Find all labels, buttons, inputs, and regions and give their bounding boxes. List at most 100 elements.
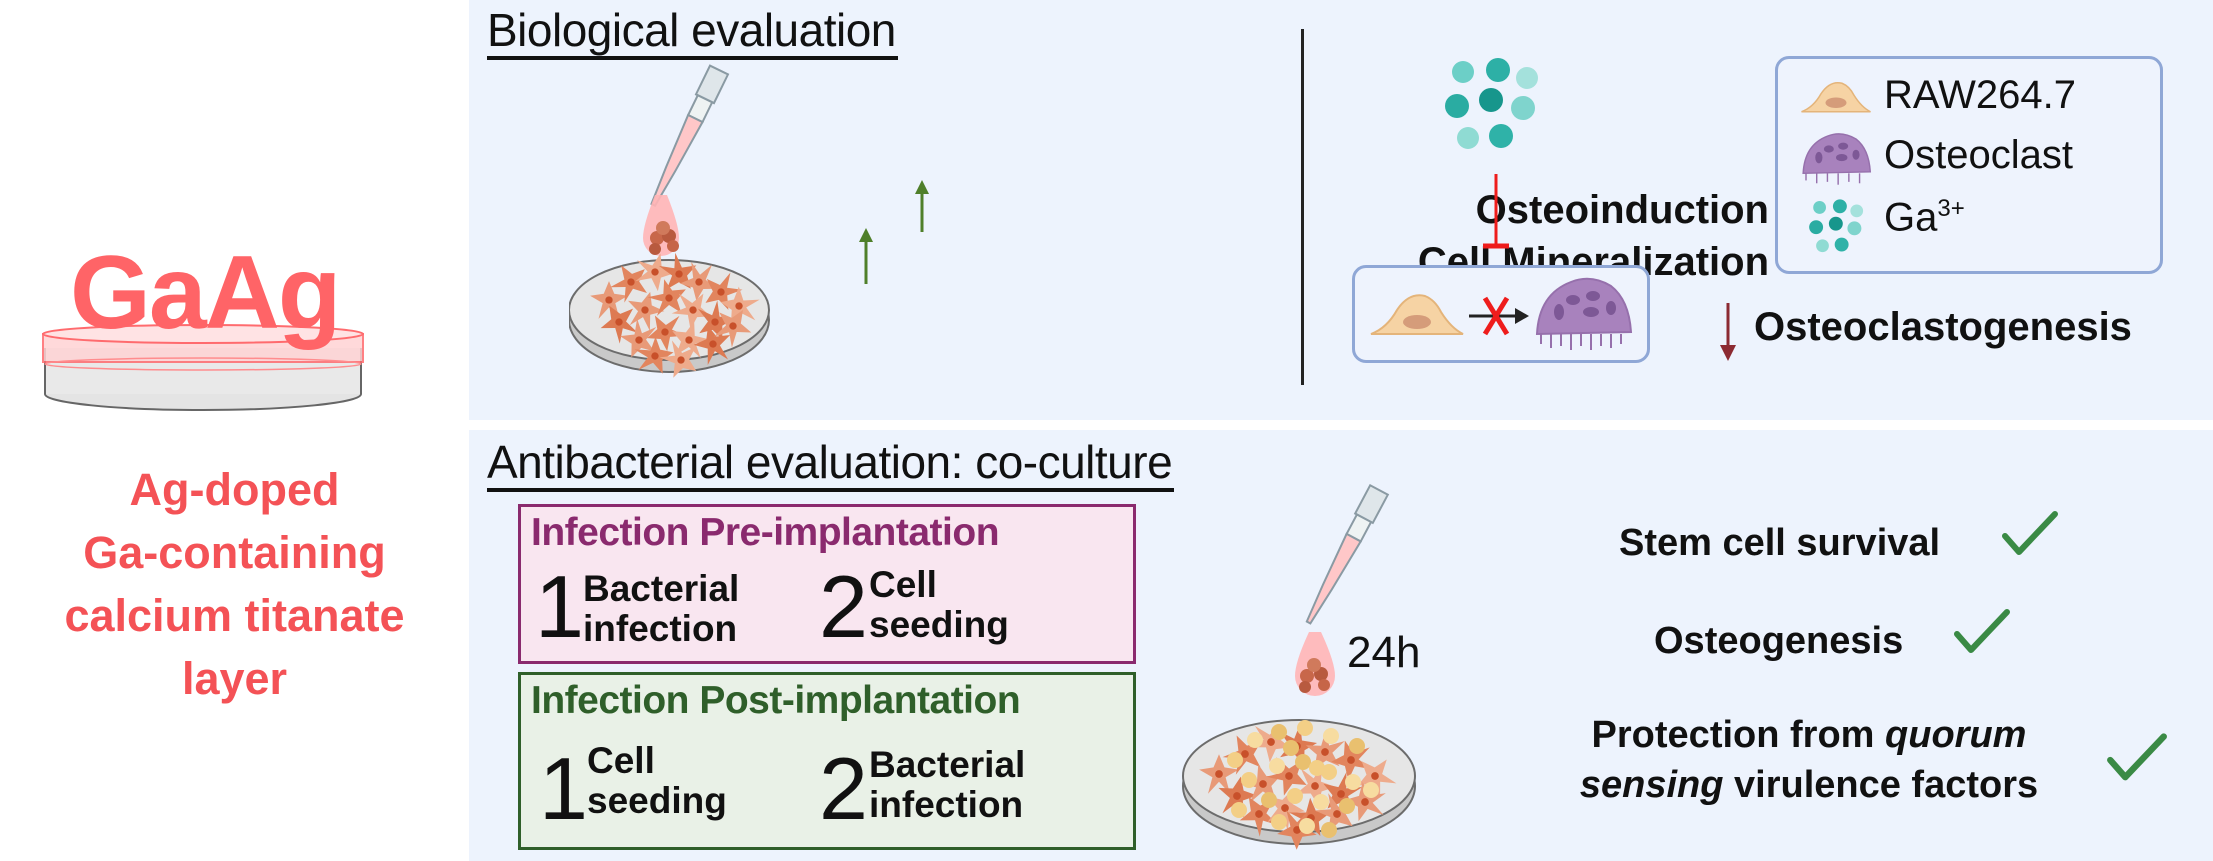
bacteria-icon bbox=[1261, 792, 1277, 808]
step-label: Bacterial infection bbox=[583, 569, 739, 649]
stem-cell-icon bbox=[705, 272, 743, 310]
bacteria-icon bbox=[1271, 814, 1287, 830]
pre-implantation-title: Infection Pre-implantation bbox=[531, 511, 1000, 554]
result-text-italic: sensing bbox=[1579, 764, 1724, 806]
step-label-line: Bacterial bbox=[869, 744, 1026, 785]
bacteria-icon bbox=[1269, 758, 1285, 774]
pipette-icon bbox=[1305, 484, 1390, 625]
section-divider bbox=[1301, 29, 1304, 385]
stem-cell-icon bbox=[647, 315, 687, 352]
step-number: 2 bbox=[819, 557, 868, 656]
stem-cell-icon bbox=[1296, 764, 1336, 806]
biological-evaluation-panel: Biological evaluation Osteoinduc bbox=[469, 0, 2213, 420]
biological-heading: Biological evaluation bbox=[487, 4, 898, 60]
result-text: Osteogenesis bbox=[1654, 620, 1904, 662]
bacteria-icon bbox=[1313, 794, 1329, 810]
raw-macrophage-cell-icon bbox=[1801, 82, 1871, 113]
stem-cell-icon bbox=[659, 340, 697, 378]
step-number: 1 bbox=[535, 557, 584, 656]
up-arrow-icon bbox=[915, 180, 929, 232]
step-label: Bacterial infection bbox=[869, 745, 1025, 825]
stem-cell-icon bbox=[720, 286, 760, 324]
gallium-ion-cluster-icon bbox=[1809, 199, 1864, 253]
stem-cell-icon bbox=[627, 291, 665, 332]
stem-cell-icon bbox=[1277, 810, 1317, 850]
step-number: 2 bbox=[819, 739, 868, 838]
stem-cell-icon bbox=[635, 253, 674, 292]
stem-cell-icon bbox=[1266, 757, 1307, 796]
step-label-line: infection bbox=[583, 608, 738, 649]
bacteria-icon bbox=[1309, 760, 1325, 776]
stem-cell-icon bbox=[610, 265, 647, 303]
bacteria-icon bbox=[1349, 738, 1365, 754]
culture-dish-icon bbox=[569, 252, 770, 378]
description-line: layer bbox=[181, 653, 288, 704]
result-stem-cell-survival: Stem cell survival bbox=[1619, 522, 1940, 565]
inhibition-icon bbox=[1483, 174, 1509, 249]
down-arrow-icon bbox=[1720, 303, 1736, 361]
bacteria-icon bbox=[1363, 782, 1379, 798]
legend-gallium-symbol: Ga bbox=[1884, 195, 1938, 240]
result-line: sensing virulence factors bbox=[1559, 760, 2059, 810]
co-culture-seeding-illustration bbox=[1182, 484, 1416, 850]
checkmark-icon bbox=[2002, 511, 2058, 555]
culture-dish-icon bbox=[1182, 719, 1416, 850]
step-label-line: seeding bbox=[587, 780, 727, 821]
bacteria-icon bbox=[1323, 728, 1339, 744]
osteoclast-cell-icon bbox=[1535, 277, 1633, 350]
stem-cell-icon bbox=[1345, 781, 1386, 822]
bacteria-icon bbox=[1271, 724, 1287, 740]
stem-cell-icon bbox=[714, 309, 752, 348]
bacteria-icon bbox=[1345, 774, 1361, 790]
up-arrow-icon bbox=[859, 228, 873, 284]
bacteria-icon bbox=[1339, 798, 1355, 814]
blocked-arrow-icon bbox=[1469, 296, 1529, 336]
gaag-title: GaAg bbox=[70, 235, 341, 351]
stem-cells-group bbox=[590, 252, 760, 378]
post-implantation-box: Infection Post-implantation 1 Cell seedi… bbox=[518, 672, 1136, 850]
pipette-seeding-illustration bbox=[569, 64, 770, 378]
stem-cell-icon bbox=[1248, 724, 1291, 763]
step-label-line: Cell bbox=[587, 740, 655, 781]
stem-cell-icon bbox=[590, 281, 628, 319]
stem-cell-icon bbox=[697, 300, 735, 340]
petri-dish-icon bbox=[42, 324, 364, 411]
result-osteogenesis: Osteogenesis bbox=[1654, 620, 1903, 663]
stem-cell-icon bbox=[679, 261, 718, 301]
result-line: Protection from quorum bbox=[1559, 710, 2059, 760]
incubation-time: 24h bbox=[1347, 628, 1421, 677]
effect-osteoclastogenesis: Osteoclastogenesis bbox=[1754, 305, 2132, 349]
description-line: Ga-containing bbox=[83, 527, 386, 578]
stem-cell-icon bbox=[1357, 759, 1397, 799]
effect-osteoinduction: Osteoinduction bbox=[1475, 188, 1769, 232]
step-label: Cell seeding bbox=[869, 565, 1009, 645]
stem-cell-icon bbox=[1305, 729, 1345, 769]
step-label-line: Cell bbox=[869, 564, 937, 605]
stem-cell-icon bbox=[1218, 776, 1258, 818]
bacteria-icon bbox=[1241, 772, 1257, 788]
co-culture-cells-group bbox=[1199, 720, 1397, 850]
stem-cell-icon bbox=[671, 293, 711, 330]
bacteria-icon bbox=[1231, 802, 1247, 818]
bacteria-icon bbox=[1247, 732, 1263, 748]
legend-gallium-charge: 3+ bbox=[1937, 195, 1965, 222]
description-line: calcium titanate bbox=[64, 590, 405, 641]
pre-implantation-box: Infection Pre-implantation 1 Bacterial i… bbox=[518, 504, 1136, 664]
stem-cell-icon bbox=[600, 305, 638, 344]
description-line: Ag-doped bbox=[129, 464, 340, 515]
result-text: virulence factors bbox=[1723, 764, 2039, 806]
bacteria-icon bbox=[1295, 754, 1311, 770]
gaag-logo: GaAg bbox=[0, 220, 469, 420]
result-text-italic: quorum bbox=[1885, 714, 2027, 756]
bacteria-icon bbox=[1297, 720, 1313, 736]
osteoclast-cell-icon bbox=[1802, 133, 1872, 185]
stem-cell-icon bbox=[647, 279, 686, 316]
antibacterial-evaluation-panel: Antibacterial evaluation: co-culture Inf… bbox=[469, 430, 2213, 861]
gallium-ion-cluster-icon bbox=[1445, 58, 1538, 149]
cell-droplet-icon bbox=[643, 195, 679, 256]
bacteria-icon bbox=[1299, 818, 1315, 834]
checkmark-icon bbox=[2107, 733, 2167, 781]
result-text: Stem cell survival bbox=[1619, 522, 1941, 564]
legend-box: RAW264.7 Osteoclast Ga3+ bbox=[1775, 56, 2163, 274]
step-label: Cell seeding bbox=[587, 741, 727, 821]
